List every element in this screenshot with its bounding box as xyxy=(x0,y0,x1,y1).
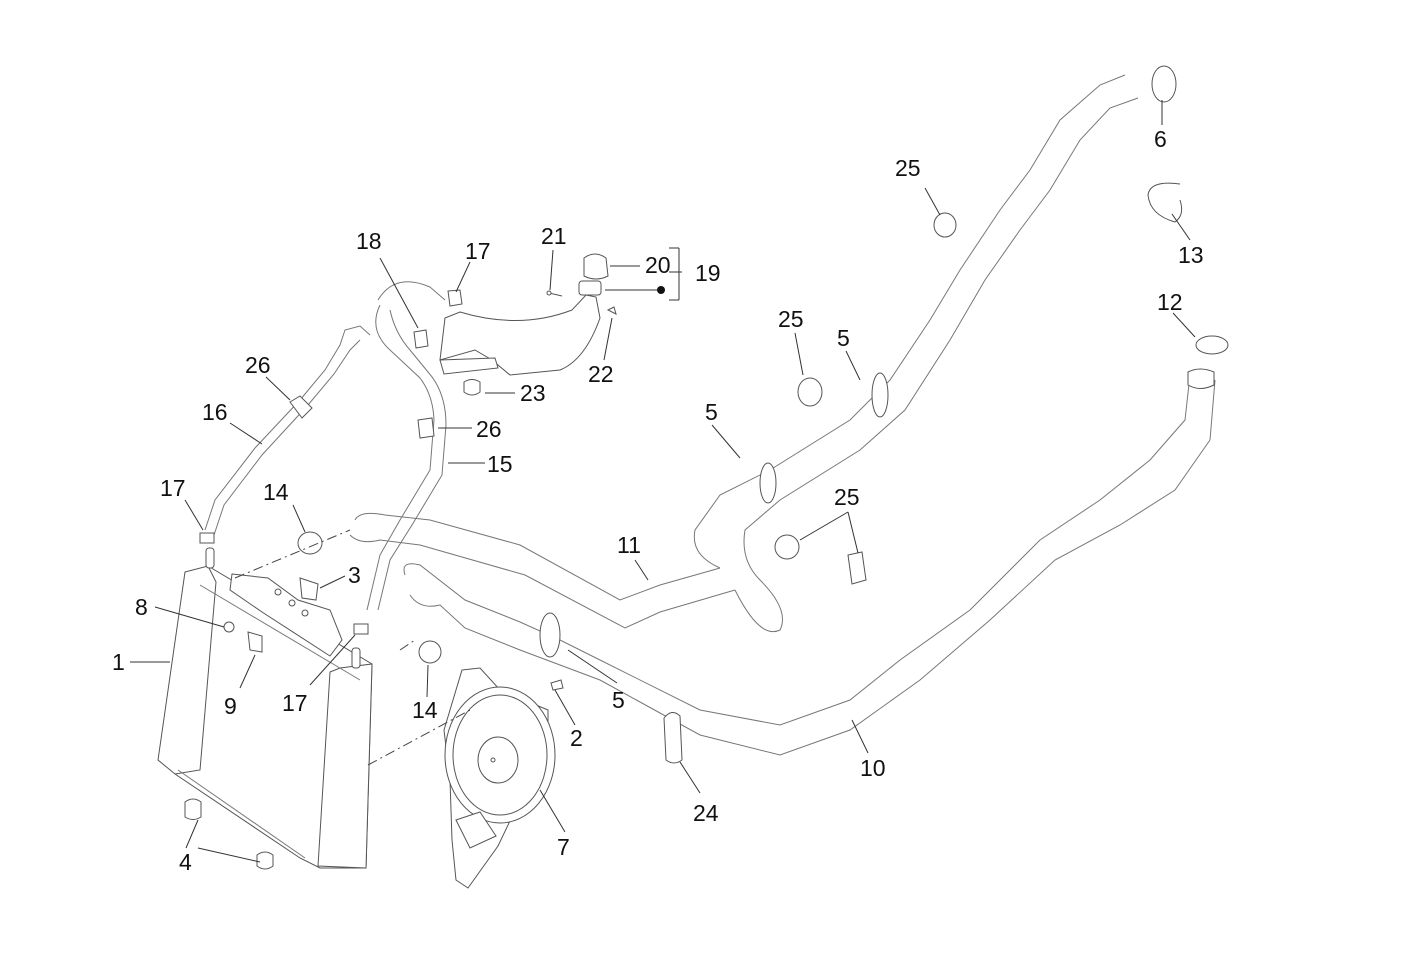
connector-17-top xyxy=(447,289,463,307)
callout-26-a: 26 xyxy=(245,352,271,378)
filler-cap-20 xyxy=(583,253,609,280)
pipe-branch xyxy=(403,374,1191,726)
clip-26-a xyxy=(289,395,313,419)
expansion-tank xyxy=(439,280,602,376)
callout-5-c: 5 xyxy=(837,325,850,351)
callout-21: 21 xyxy=(541,223,567,249)
grommet-23 xyxy=(463,379,481,396)
callout-13: 13 xyxy=(1178,242,1204,268)
callout-2: 2 xyxy=(570,725,583,751)
clamp-6 xyxy=(1151,65,1177,103)
clamp-5-a xyxy=(539,612,561,658)
callout-8: 8 xyxy=(135,594,148,620)
alignment-line xyxy=(234,529,351,579)
grommet-4-b xyxy=(256,851,274,870)
clamp-5-c xyxy=(871,372,889,418)
callout-10: 10 xyxy=(860,755,886,781)
screw-8 xyxy=(223,621,235,633)
leader-lines xyxy=(130,100,1196,863)
cooling-fan xyxy=(443,667,556,889)
callout-12: 12 xyxy=(1157,289,1183,315)
clamp-25-a xyxy=(933,212,957,238)
callout-24: 24 xyxy=(693,800,719,826)
cap-18 xyxy=(413,329,429,349)
callout-5-b: 5 xyxy=(705,399,718,425)
callout-14-b: 14 xyxy=(412,697,438,723)
clamp-5-b xyxy=(759,462,777,504)
clamp-25-d xyxy=(847,551,867,585)
hose-end-12 xyxy=(1187,368,1215,389)
callout-22: 22 xyxy=(588,361,614,387)
clip-26-b xyxy=(417,417,435,439)
callout-18: 18 xyxy=(356,228,382,254)
callout-25-b: 25 xyxy=(778,306,804,332)
callout-25-a: 25 xyxy=(895,155,921,181)
hose-15 xyxy=(366,281,446,611)
callout-17-b: 17 xyxy=(465,238,491,264)
callout-19: 19 xyxy=(695,260,721,286)
callout-14-a: 14 xyxy=(263,479,289,505)
clamp-14-a xyxy=(297,531,323,555)
callout-15: 15 xyxy=(487,451,513,477)
callout-20: 20 xyxy=(645,252,671,278)
clamp-24 xyxy=(663,712,683,764)
clamp-13 xyxy=(1147,182,1183,223)
connector-17-left xyxy=(199,532,215,544)
callout-25-c: 25 xyxy=(834,484,860,510)
hose-11 xyxy=(349,74,1139,632)
clamp-25-b xyxy=(797,377,823,407)
alignment-line xyxy=(399,639,416,651)
callout-3: 3 xyxy=(348,562,361,588)
clip-9 xyxy=(247,631,263,653)
callout-23: 23 xyxy=(520,380,546,406)
callout-6: 6 xyxy=(1154,126,1167,152)
callout-1: 1 xyxy=(112,649,125,675)
clip-22 xyxy=(606,306,617,315)
clamp-25-c xyxy=(774,534,800,560)
hose-16 xyxy=(204,325,371,531)
callout-7: 7 xyxy=(557,834,570,860)
radiator-bracket xyxy=(229,573,343,657)
screw-2 xyxy=(550,679,564,691)
clamp-14-b xyxy=(418,640,442,664)
clip-3 xyxy=(299,577,319,601)
callout-5-a: 5 xyxy=(612,687,625,713)
callout-17-c: 17 xyxy=(282,690,308,716)
connector-17-right xyxy=(353,623,369,635)
callout-16: 16 xyxy=(202,399,228,425)
callout-11: 11 xyxy=(617,532,641,558)
callout-17-a: 17 xyxy=(160,475,186,501)
clamp-12 xyxy=(1195,335,1229,355)
callout-26-b: 26 xyxy=(476,416,502,442)
grommet-4-a xyxy=(184,798,202,820)
callout-4: 4 xyxy=(179,849,192,875)
callout-9: 9 xyxy=(224,693,237,719)
